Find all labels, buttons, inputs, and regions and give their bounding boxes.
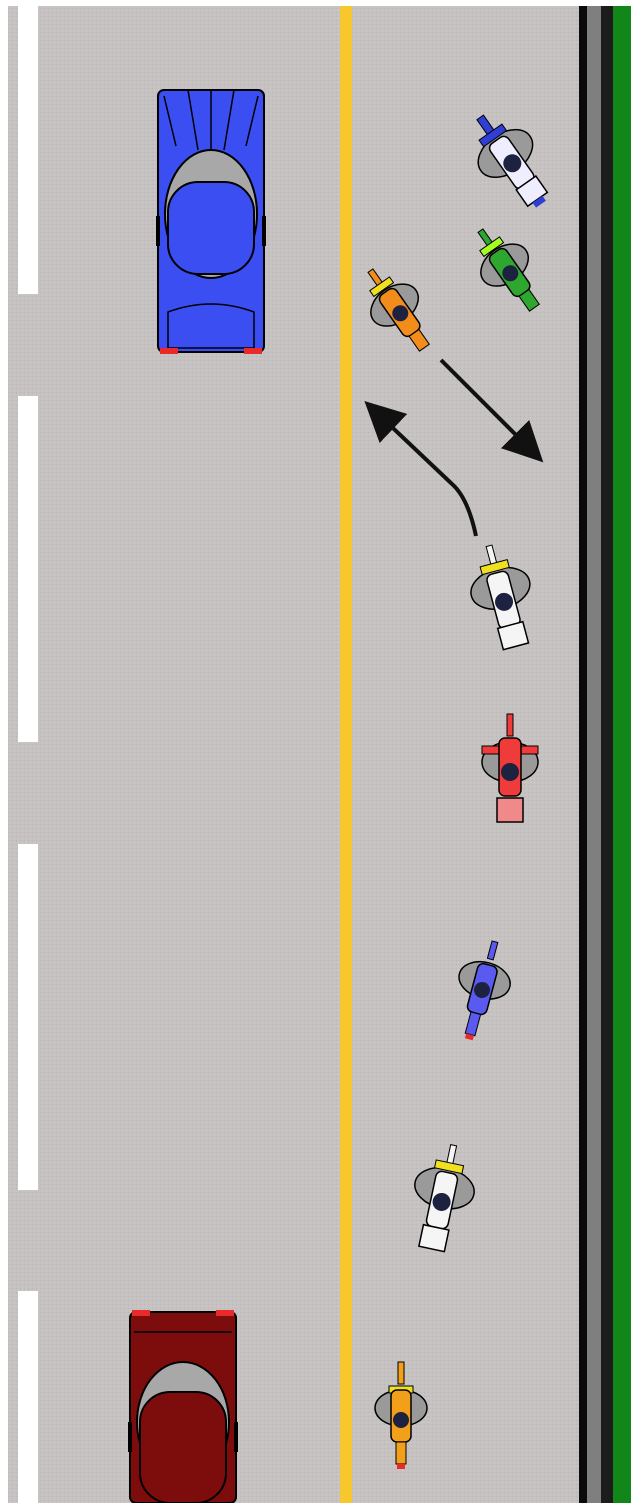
center-line [340, 6, 352, 1503]
grass-strip [613, 6, 631, 1503]
lane-dash [18, 1291, 38, 1503]
lane-dash [18, 6, 38, 294]
lane-dash [18, 396, 38, 742]
car-red [128, 1310, 238, 1503]
lane-dash [18, 844, 38, 1190]
curb-black [579, 6, 587, 1503]
shoulder-dark [601, 6, 613, 1503]
car-blue [156, 90, 266, 354]
curb-gray [587, 6, 601, 1503]
